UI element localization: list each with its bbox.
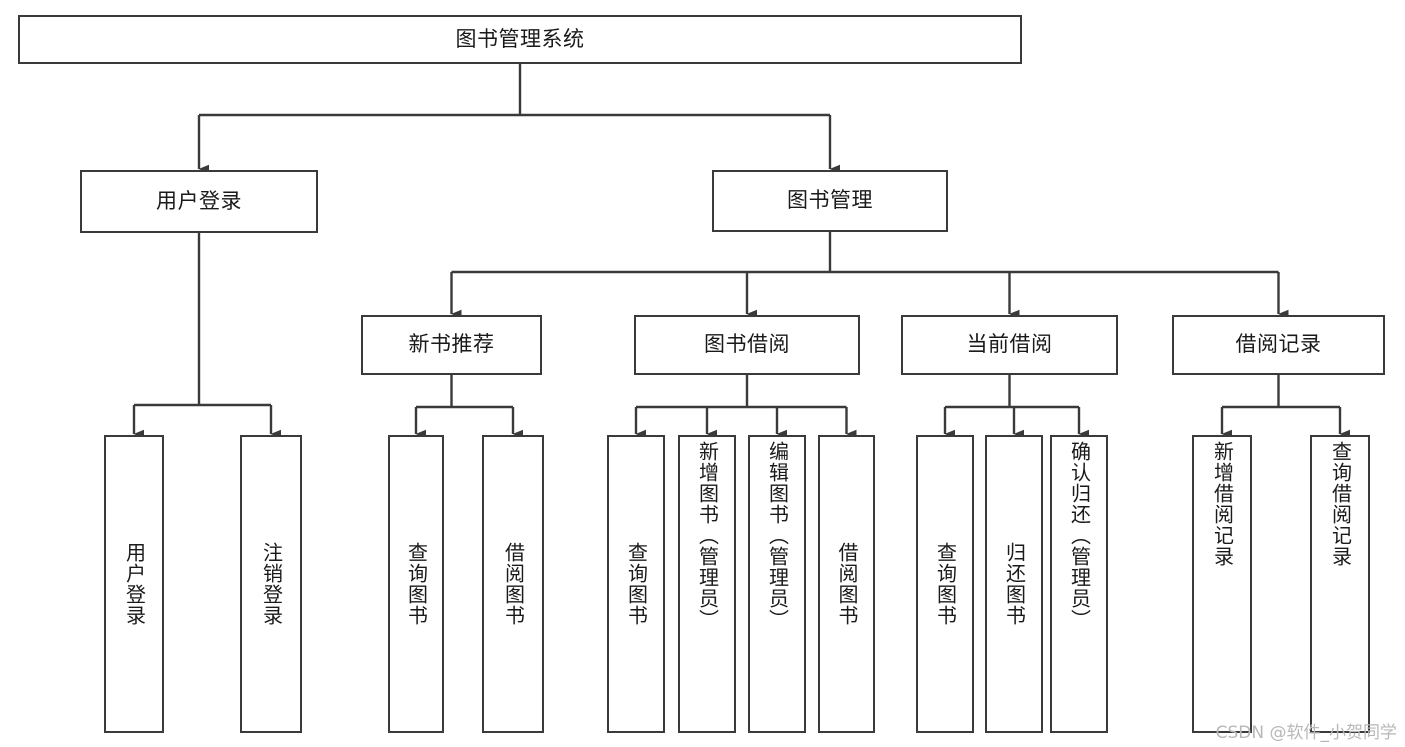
node-leaf-borrow-book-rec[interactable]: 借阅图书: [482, 435, 544, 733]
node-label-leaf-user-logout: 注销登录: [259, 542, 284, 626]
node-book-manage[interactable]: 图书管理: [712, 170, 948, 232]
node-leaf-add-book[interactable]: 新增图书（管理员）: [678, 435, 736, 733]
node-label-leaf-query-book-b: 查询图书: [624, 542, 649, 626]
node-user-login[interactable]: 用户登录: [80, 170, 318, 233]
node-label-leaf-borrow-book-b: 借阅图书: [835, 542, 859, 626]
node-leaf-borrow-book-b[interactable]: 借阅图书: [818, 435, 875, 733]
node-label-book-manage: 图书管理: [787, 188, 873, 213]
node-borrow-record[interactable]: 借阅记录: [1172, 315, 1385, 375]
node-label-leaf-borrow-book-rec: 借阅图书: [501, 542, 526, 626]
node-leaf-query-book-rec[interactable]: 查询图书: [388, 435, 444, 733]
node-label-current-borrow: 当前借阅: [966, 332, 1053, 357]
node-label-new-book-rec: 新书推荐: [408, 332, 495, 357]
node-label-borrow-record: 借阅记录: [1235, 332, 1322, 357]
edges: [132, 64, 1350, 439]
node-label-leaf-query-book-rec: 查询图书: [404, 542, 429, 626]
node-label-leaf-query-record: 查询借阅记录: [1328, 441, 1353, 567]
node-label-leaf-user-login: 用户登录: [122, 542, 147, 626]
node-leaf-query-book-b[interactable]: 查询图书: [607, 435, 665, 733]
node-leaf-query-record[interactable]: 查询借阅记录: [1310, 435, 1370, 733]
node-label-leaf-return-book: 归还图书: [1002, 542, 1027, 626]
node-book-borrow[interactable]: 图书借阅: [634, 315, 860, 375]
node-root[interactable]: 图书管理系统: [18, 15, 1022, 64]
node-label-leaf-edit-book: 编辑图书（管理员）: [765, 441, 790, 630]
node-current-borrow[interactable]: 当前借阅: [901, 315, 1118, 375]
node-leaf-user-logout[interactable]: 注销登录: [240, 435, 302, 733]
node-leaf-user-login[interactable]: 用户登录: [104, 435, 164, 733]
node-leaf-add-record[interactable]: 新增借阅记录: [1192, 435, 1252, 733]
node-label-leaf-add-record: 新增借阅记录: [1210, 441, 1235, 567]
node-leaf-query-book-c[interactable]: 查询图书: [916, 435, 974, 733]
node-label-leaf-add-book: 新增图书（管理员）: [695, 441, 720, 630]
node-label-book-borrow: 图书借阅: [704, 332, 790, 357]
node-leaf-return-book[interactable]: 归还图书: [985, 435, 1043, 733]
node-label-root: 图书管理系统: [455, 26, 585, 51]
node-leaf-edit-book[interactable]: 编辑图书（管理员）: [748, 435, 806, 733]
node-label-user-login: 用户登录: [156, 188, 242, 213]
node-label-leaf-query-book-c: 查询图书: [933, 542, 958, 626]
node-leaf-confirm-return[interactable]: 确认归还（管理员）: [1050, 435, 1108, 733]
node-new-book-rec[interactable]: 新书推荐: [361, 315, 542, 375]
watermark-label: CSDN @软件_小贺同学: [1215, 723, 1397, 743]
node-label-leaf-confirm-return: 确认归还（管理员）: [1067, 441, 1092, 630]
